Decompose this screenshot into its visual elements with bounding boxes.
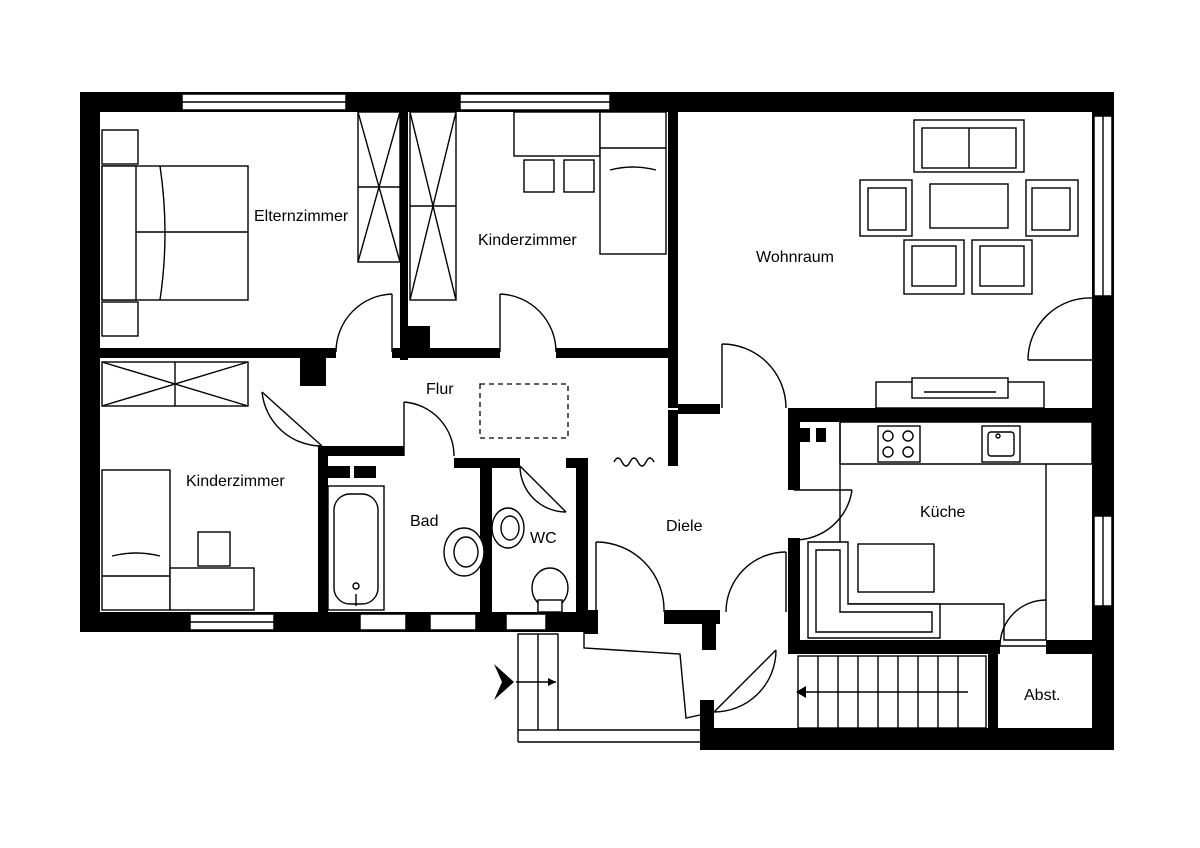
label-flur: Flur [426,381,454,398]
label-wc: WC [530,530,557,547]
windows [181,93,1113,631]
label-kinderzimmer-top: Kinderzimmer [478,232,577,249]
label-kinderzimmer-bottom: Kinderzimmer [186,473,285,490]
label-wohnraum: Wohnraum [756,249,834,266]
room-labels: Elternzimmer Kinderzimmer Wohnraum Flur … [186,208,1108,730]
furniture [101,111,1093,641]
label-kueche: Küche [920,504,965,521]
stairs [796,655,987,729]
doors [261,293,1093,719]
label-elternzimmer: Elternzimmer [254,208,349,225]
label-abstellraum: Abst. [1024,687,1060,704]
label-diele: Diele [666,518,703,535]
entrance-steps [494,633,700,743]
interior-walls [100,112,1114,730]
credit-text: McGrundriss [1099,685,1108,730]
label-bad: Bad [410,513,438,530]
